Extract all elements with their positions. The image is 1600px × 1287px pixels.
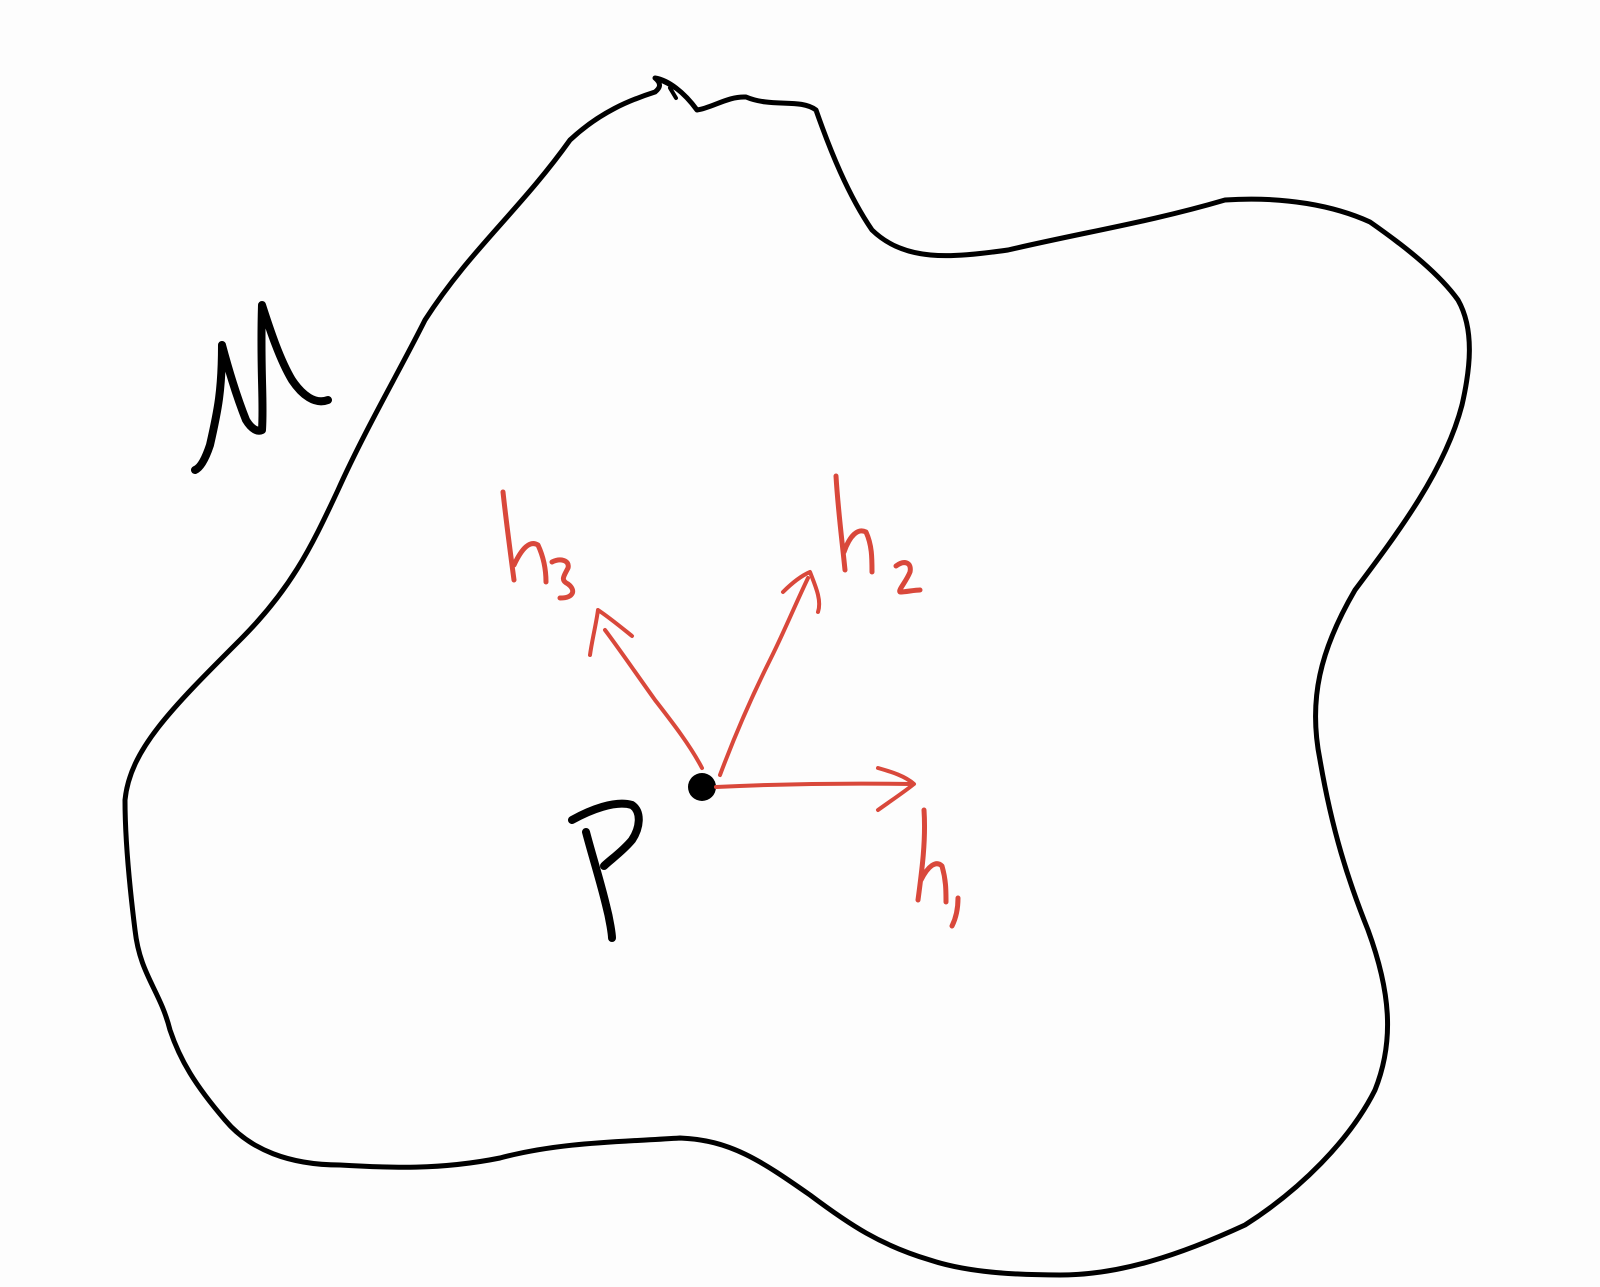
label-p-glyph — [568, 799, 643, 942]
vector-n1-arrowhead — [876, 766, 916, 812]
manifold-outline — [122, 75, 1472, 1278]
vector-n1-arrow — [714, 781, 914, 789]
vector-n3-arrow — [603, 628, 704, 770]
label-n1-glyph — [915, 807, 961, 929]
label-n3-glyph — [500, 489, 576, 601]
outline-wiggle — [653, 76, 680, 100]
region-label: M — [258, 384, 293, 430]
vector-n2-label: n₂ — [840, 543, 877, 584]
vector-n1-label: n₁ — [920, 873, 957, 914]
vector-n3-label: n₃ — [505, 553, 542, 594]
point-p-dot — [688, 773, 716, 801]
vector-n3-arrowhead — [588, 608, 634, 657]
label-m-glyph — [191, 301, 332, 474]
tangent-vectors — [588, 570, 916, 812]
vector-n2-arrowhead — [781, 570, 822, 614]
point-label: P — [600, 864, 624, 910]
vector-n2-arrow — [718, 576, 810, 777]
label-n2-glyph — [833, 473, 923, 595]
